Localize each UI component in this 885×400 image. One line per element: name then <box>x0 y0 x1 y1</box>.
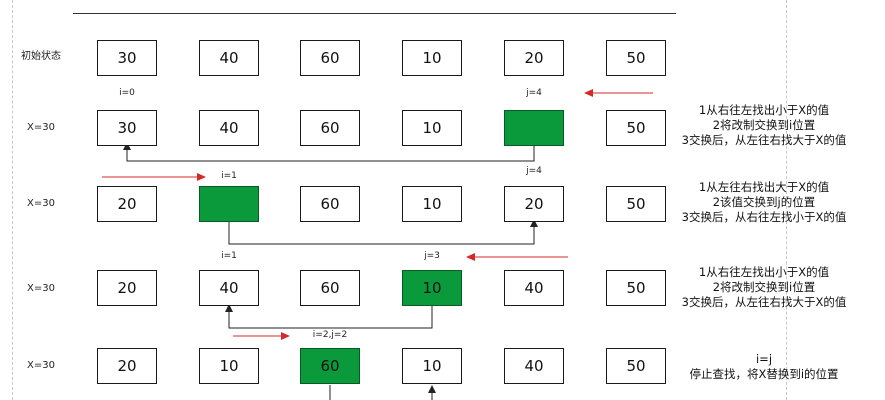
row-label: X=30 <box>27 198 55 209</box>
array-cell: 40 <box>199 110 259 146</box>
array-cell: 50 <box>606 348 666 384</box>
index-label-i: i=1 <box>221 251 237 261</box>
step-notes: 1从右往左找出小于X的值 2将改制交换到i位置 3交换后，从左往右找大于X的值 <box>664 103 864 148</box>
index-label-ij: i=2,j=2 <box>312 330 348 340</box>
row-label: X=30 <box>27 122 55 133</box>
array-cell: 10 <box>402 40 462 76</box>
array-cell: 50 <box>606 110 666 146</box>
left-page-guide <box>12 0 13 400</box>
note-line: 2将改制交换到i位置 <box>712 280 816 294</box>
step-notes: 1从左往右找出大于X的值 2该值交换到j的位置 3交换后，从右往左找小于X的值 <box>664 180 864 225</box>
array-cell: 10 <box>402 110 462 146</box>
right-page-guide <box>786 0 787 400</box>
note-line: 1从右往左找出小于X的值 <box>698 103 830 117</box>
array-cell: 20 <box>97 186 157 222</box>
array-cell: 60 <box>300 270 360 306</box>
array-cell: 30 <box>97 110 157 146</box>
note-line: 3交换后，从左往右找大于X的值 <box>681 133 847 147</box>
step-notes: i=j 停止查找，将X替换到i的位置 <box>664 352 864 382</box>
top-rule <box>73 13 676 14</box>
note-line: 3交换后，从右往左找小于X的值 <box>681 210 847 224</box>
array-cell: 20 <box>97 270 157 306</box>
index-label-j: j=3 <box>424 251 440 261</box>
note-line: 2该值交换到j的位置 <box>712 195 816 209</box>
array-cell: 50 <box>606 270 666 306</box>
array-cell: 20 <box>504 40 564 76</box>
note-line: 1从右往左找出小于X的值 <box>698 265 830 279</box>
array-cell: 40 <box>504 348 564 384</box>
array-cell: 50 <box>606 186 666 222</box>
swap-connector-row4 <box>225 304 433 329</box>
note-line: i=j <box>755 352 773 366</box>
row-label: 初始状态 <box>21 51 61 62</box>
index-label-i: i=0 <box>119 88 135 98</box>
array-cell: 10 <box>199 348 259 384</box>
note-line: 2将改制交换到i位置 <box>712 118 816 132</box>
index-label-j: j=4 <box>526 88 542 98</box>
note-line: 3交换后，从左往右找大于X的值 <box>681 295 847 309</box>
step-notes: 1从右往左找出小于X的值 2将改制交换到i位置 3交换后，从左往右找大于X的值 <box>664 265 864 310</box>
highlighted-cell <box>199 186 259 222</box>
index-label-i: i=1 <box>221 171 237 181</box>
array-cell: 10 <box>402 348 462 384</box>
array-cell: 40 <box>199 270 259 306</box>
swap-connector-row2 <box>123 142 535 162</box>
array-cell: 20 <box>504 186 564 222</box>
row-label: X=30 <box>27 360 55 371</box>
array-cell: 60 <box>300 186 360 222</box>
note-line: 1从左往右找出大于X的值 <box>698 180 830 194</box>
index-label-j: j=4 <box>526 166 542 176</box>
array-cell: 10 <box>402 186 462 222</box>
array-cell: 60 <box>300 40 360 76</box>
array-cell: 30 <box>97 40 157 76</box>
highlighted-cell <box>504 110 564 146</box>
highlighted-cell: 10 <box>402 270 462 306</box>
array-cell: 40 <box>504 270 564 306</box>
note-line: 停止查找，将X替换到i的位置 <box>689 367 839 381</box>
array-cell: 60 <box>300 110 360 146</box>
array-cell: 20 <box>97 348 157 384</box>
array-cell: 50 <box>606 40 666 76</box>
swap-connector-row3 <box>228 219 538 245</box>
array-cell: 40 <box>199 40 259 76</box>
row-label: X=30 <box>27 283 55 294</box>
highlighted-cell: 60 <box>300 348 360 384</box>
